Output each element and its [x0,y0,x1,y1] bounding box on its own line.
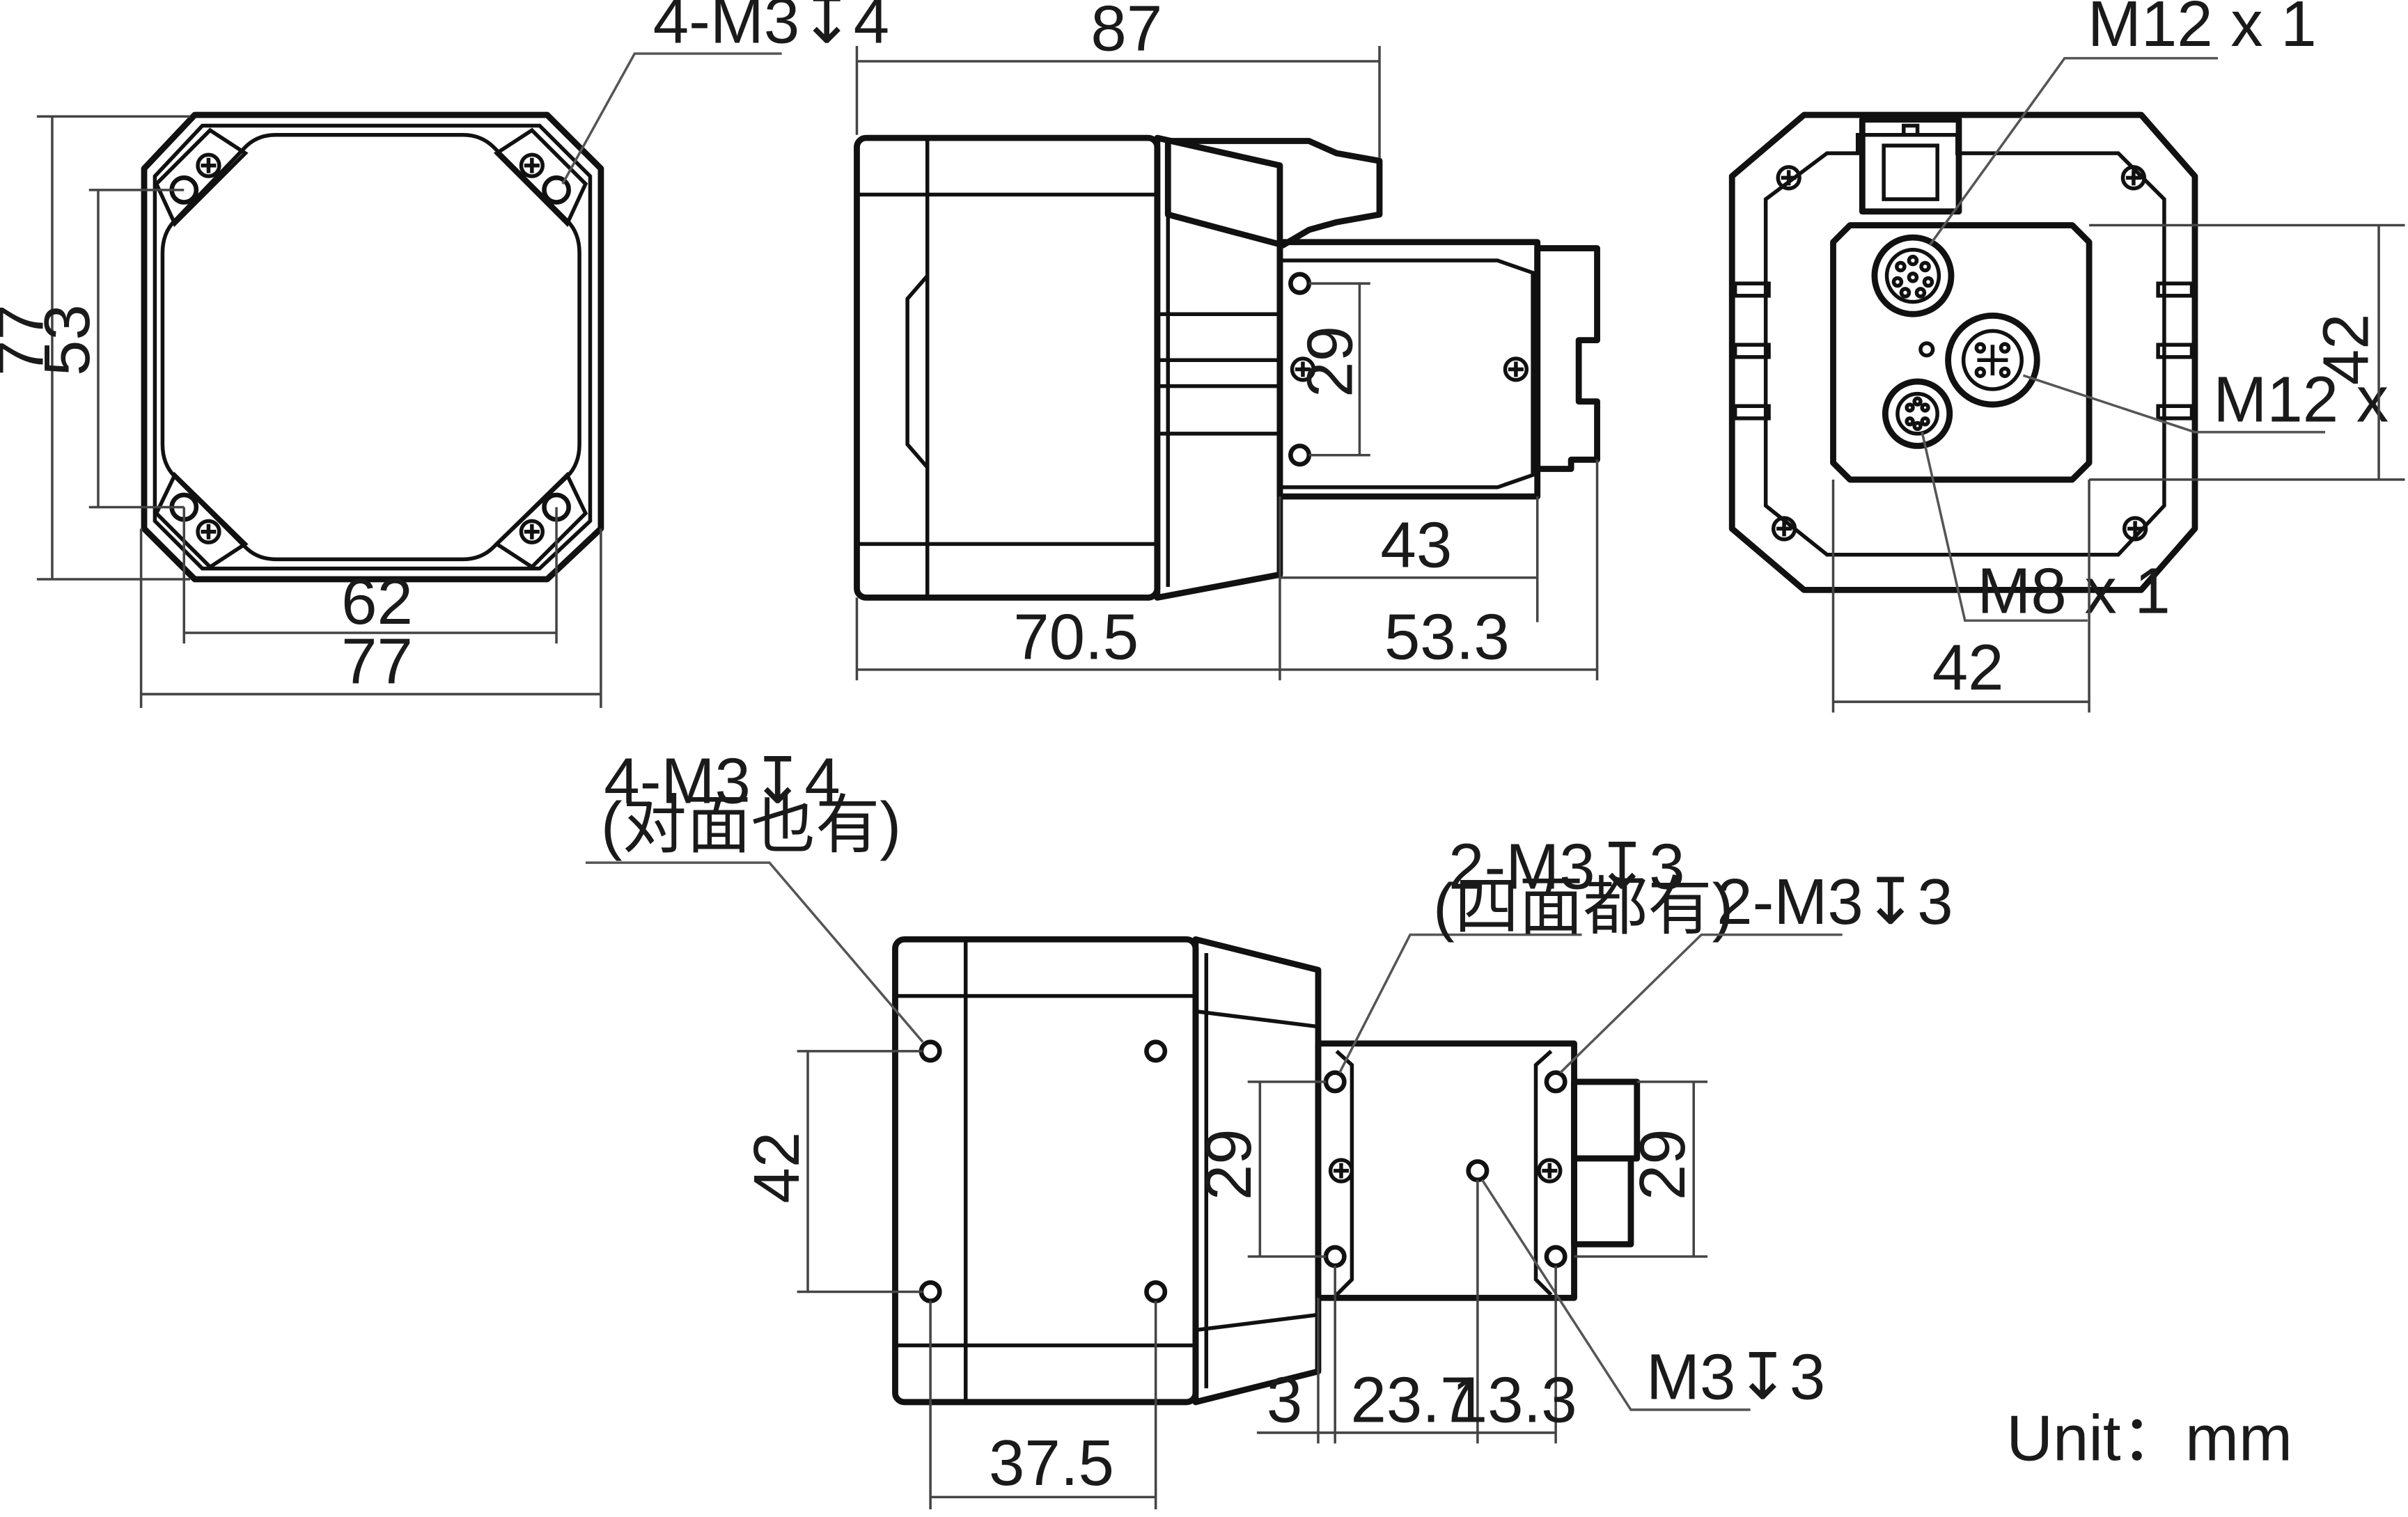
rear-housing-inner [1763,132,2166,557]
bottom-mod-hole-tl [1323,1070,1347,1094]
bottom-module-flange-right [1533,1049,1553,1296]
side-module-flange [1279,258,1535,489]
side-dim-module-length: 43 [1380,508,1452,581]
bottom-rib-bottom [1195,1312,1319,1333]
bottom-dim-23-7: 23.7 [1350,1364,1476,1436]
rear-view: M12 x 1 M12 x 1 M8 x 1 42 42 [1728,0,2408,713]
side-dim-total-length: 87 [1090,0,1162,65]
side-body [854,134,1161,601]
side-module-hole-top [1288,272,1312,295]
front-dim-width-inner: 62 [341,565,413,638]
bottom-mod-hole-bl [1323,1245,1347,1268]
unit-label: Unit：mm [2006,1402,2292,1475]
rear-led [1918,341,1935,358]
bottom-hole-tl [918,1039,942,1063]
front-screw-icon-bl [196,519,221,544]
front-corner-tab-tl [154,127,249,228]
bottom-screw-icon-right [1537,1158,1563,1184]
front-dim-height-inner: 53 [31,304,103,376]
rear-connector-m12-top [1871,234,1955,317]
bottom-note-mod-line1: 2-M3↧3 [1448,831,1684,903]
rear-label-m8: M8 x 1 [1977,554,2170,627]
bottom-dim-body-holes: 42 [740,1132,813,1204]
bottom-hole-br [1144,1280,1168,1303]
side-dim-connector-length: 53.3 [1384,600,1510,673]
rear-dim-height: 42 [2310,313,2382,385]
front-screw-icon-tl [196,152,221,178]
side-body-bevel [905,274,929,469]
front-housing-outline [141,111,604,583]
front-corner-tab-bl [154,471,249,569]
bottom-connector-stack [1571,1078,1641,1248]
bottom-leader-center [1481,1179,1751,1411]
side-module-hole-bottom [1288,443,1312,467]
bottom-mod-hole-tr [1544,1070,1567,1094]
rear-screw-icon-bl [1771,516,1797,542]
side-view: 87 29 43 70.5 53.3 [854,0,1600,681]
bottom-dim-mod-holes: 29 [1192,1129,1265,1200]
bottom-dim-37-5: 37.5 [989,1426,1114,1499]
rear-label-m12-top: M12 x 1 [2088,0,2317,60]
rear-rib-r3 [2156,404,2194,420]
front-dim-height-outer: 77 [0,304,57,376]
rear-top-latch [1859,116,1962,215]
front-screw-icon-br [519,519,545,544]
bottom-hole-tr [1144,1039,1168,1063]
bottom-dim-13-3: 13.3 [1452,1364,1577,1436]
front-hole-note-leader [561,52,782,184]
rear-housing-outline [1728,111,2198,593]
bottom-note-center: M3↧3 [1646,1341,1825,1413]
bottom-note-right: 2-M3↧3 [1717,865,1953,938]
rear-leader-m8 [1921,432,2088,622]
side-connector-stack [1534,245,1600,472]
front-dim-width-outer: 77 [341,625,413,698]
side-dim-body-length: 70.5 [1013,600,1139,673]
front-housing-inner-rim [153,123,593,571]
side-screw-icon-right [1503,356,1529,382]
side-screw-icon-left [1290,356,1316,382]
rear-rib-l1 [1733,281,1771,298]
front-view: 4-M3↧4 77 53 62 77 [0,0,889,708]
bottom-hole-bl [918,1280,942,1303]
bottom-body [892,936,1199,1406]
front-corner-tab-br [493,471,588,569]
rear-top-latch-slot [1902,123,1920,137]
front-window [160,132,581,562]
bottom-dim-right: 29 [1626,1129,1698,1200]
rear-connector-m8 [1882,378,1953,449]
bottom-mod-hole-center [1466,1159,1490,1183]
side-lens-cap [1164,138,1383,249]
rear-leader-m12-mid [2022,374,2326,434]
rear-dim-width: 42 [1932,631,2004,703]
front-screw-icon-tr [519,152,545,178]
bottom-leader-mod-hole [1338,933,1582,1074]
rear-leader-m12-top [1928,56,2218,246]
bottom-note-body-line2: (对面也有) [601,789,901,861]
rear-screw-icon-br [2122,516,2148,542]
bottom-mod-hole-br [1544,1245,1567,1268]
bottom-dim-3: 3 [1267,1364,1302,1436]
bottom-view: 4-M3↧4 (对面也有) 2-M3↧3 (四面都有) 2-M3↧3 M3↧3 … [585,744,1953,1509]
front-corner-tab-tr [493,127,588,228]
bottom-screw-icon-left [1328,1158,1354,1184]
rear-rib-l2 [1733,343,1771,359]
rear-top-latch-inner [1882,143,1939,201]
bottom-leader-body-hole [585,861,924,1043]
side-lens-housing [1154,134,1283,601]
rear-rib-r1 [2156,281,2194,298]
front-hole-note: 4-M3↧4 [653,0,889,57]
bottom-leader-right [1559,933,1843,1074]
side-dim-hole-spacing: 29 [1293,326,1366,398]
rear-connector-m12-mid [1945,313,2040,408]
rear-rib-l3 [1733,404,1771,420]
bottom-note-body-line1: 4-M3↧4 [604,744,840,817]
rear-screw-icon-tr [2120,165,2147,191]
bottom-note-mod-line2: (四面都有) [1433,870,1733,943]
rear-rib-r2 [2156,343,2194,359]
rear-label-m12-mid: M12 x 1 [2213,363,2408,435]
rear-screw-icon-tl [1776,165,1801,191]
rear-back-plate [1830,222,2093,483]
bottom-rib-top [1195,1009,1319,1029]
